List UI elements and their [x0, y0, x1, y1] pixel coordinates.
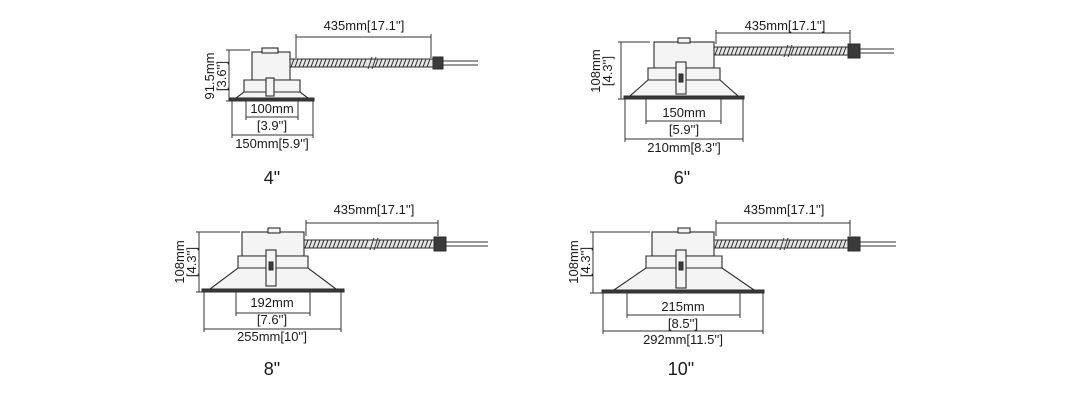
cutout-dim-line — [245, 101, 299, 120]
cutout-in-label: [8.5''] — [668, 316, 698, 331]
fixture-size-label: 8" — [264, 359, 280, 379]
conduit-coils — [714, 237, 847, 251]
cable-length-label: 435mm[17.1''] — [744, 202, 825, 217]
fixture-6in: 435mm[17.1''] 108mm [4.3''] 150mm [5.9''… — [588, 18, 894, 188]
trim-flange — [229, 97, 315, 102]
fixture-8in-drawing — [196, 220, 488, 332]
clip-latch — [268, 261, 274, 271]
cutout-dim-line — [645, 99, 722, 124]
lead-wires — [860, 241, 896, 247]
spring-clip — [265, 77, 275, 97]
cutout-dim-line — [626, 293, 741, 318]
cutout-mm-label: 192mm — [250, 295, 293, 310]
trim-dim-line — [624, 99, 744, 142]
conduit-connector — [847, 43, 861, 59]
trim-diameter-label: 255mm[10''] — [237, 329, 307, 344]
trim-dim-line — [203, 292, 342, 332]
height-mm-label: 108mm — [588, 49, 603, 92]
clip-latch — [678, 73, 684, 83]
trim-dim-line — [231, 101, 314, 138]
lead-wires — [446, 241, 488, 247]
fixture-10in: 435mm[17.1''] 108mm [4.3''] 215mm [8.5''… — [566, 202, 896, 379]
knockout — [677, 37, 691, 44]
height-in-label: [3.6''] — [214, 61, 229, 91]
conduit-connector — [433, 236, 447, 252]
knockout — [677, 227, 691, 234]
height-in-label: [4.3''] — [600, 56, 615, 86]
trim-flange — [601, 289, 765, 294]
trim-diameter-label: 292mm[11.5''] — [643, 332, 723, 347]
fixture-8in: 435mm[17.1''] 108mm [4.3''] 192mm [7.6''… — [172, 202, 488, 379]
conduit-coils — [290, 56, 431, 70]
cable-dim-line — [295, 34, 432, 58]
conduit-connector — [432, 56, 444, 70]
height-mm-label: 108mm — [566, 240, 581, 283]
cable-length-label: 435mm[17.1''] — [324, 18, 405, 33]
cutout-in-label: [7.6''] — [257, 312, 287, 327]
cutout-mm-label: 215mm — [661, 299, 704, 314]
height-mm-label: 91.5mm — [202, 53, 217, 100]
knockout — [267, 227, 281, 234]
fixture-6in-drawing — [618, 30, 894, 142]
trim-flange — [623, 95, 745, 100]
fixture-4in: 435mm[17.1''] 91.5mm [3.6''] 100mm [3.9'… — [202, 18, 478, 188]
height-in-label: [4.3''] — [184, 247, 199, 277]
height-dim-line — [618, 41, 650, 100]
cable-dim-line — [715, 30, 851, 44]
height-dim-line — [196, 231, 240, 293]
cutout-mm-label: 150mm — [662, 105, 705, 120]
junction-box — [251, 51, 291, 81]
trim-dim-line — [602, 293, 764, 334]
cable-length-label: 435mm[17.1''] — [745, 18, 826, 33]
cutout-in-label: [3.9''] — [257, 118, 287, 133]
cutout-dim-line — [235, 292, 311, 316]
conduit-coils — [714, 44, 847, 58]
fixture-size-label: 6" — [674, 168, 690, 188]
fixture-size-label: 4" — [264, 168, 280, 188]
cable-length-label: 435mm[17.1''] — [334, 202, 415, 217]
cutout-in-label: [5.9''] — [669, 122, 699, 137]
height-in-label: [4.3''] — [578, 247, 593, 277]
trim-flange — [201, 288, 345, 293]
fixture-size-label: 10" — [668, 359, 694, 379]
trim-diameter-label: 210mm[8.3''] — [647, 140, 721, 155]
trim-diameter-label: 150mm[5.9''] — [235, 136, 309, 151]
cable-dim-line — [715, 220, 851, 236]
height-mm-label: 108mm — [172, 240, 187, 283]
knockout — [261, 47, 279, 54]
fixture-10in-drawing — [590, 220, 896, 334]
lead-wires — [443, 60, 478, 66]
height-dim-line — [590, 231, 650, 294]
conduit-connector — [847, 236, 861, 252]
cutout-mm-label: 100mm — [250, 101, 293, 116]
clip-latch — [678, 261, 684, 271]
cable-dim-line — [305, 220, 439, 236]
lead-wires — [860, 48, 894, 54]
conduit-coils — [304, 237, 433, 251]
fixture-4in-drawing — [226, 34, 478, 138]
